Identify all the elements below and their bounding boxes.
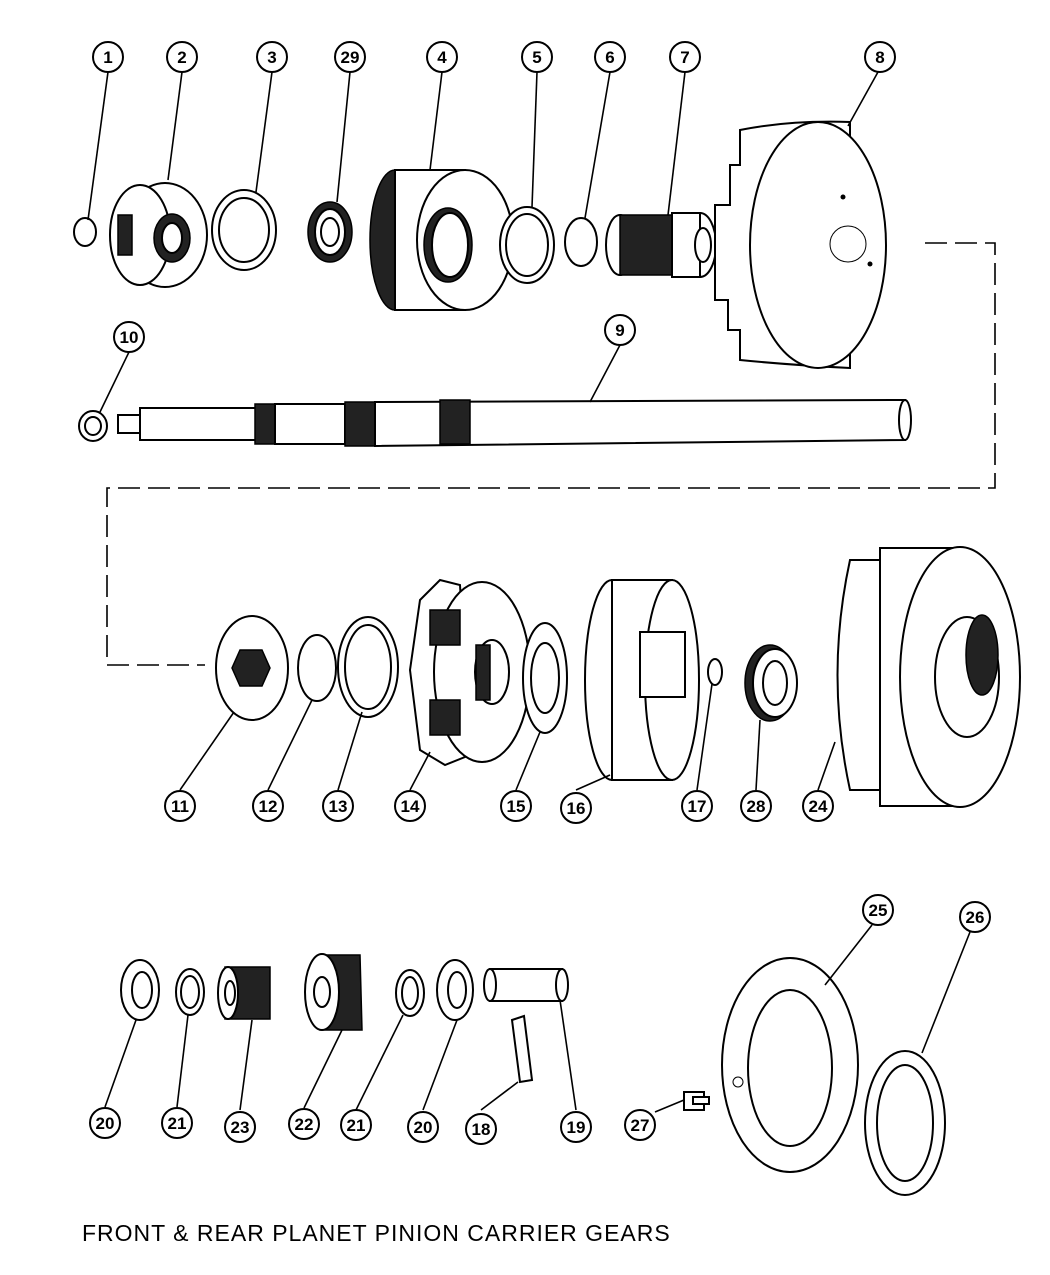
thrust-plate-part (215, 615, 289, 721)
svg-text:12: 12 (259, 797, 278, 816)
svg-text:10: 10 (120, 328, 139, 347)
callout-4: 4 (426, 41, 458, 73)
svg-text:23: 23 (231, 1118, 250, 1137)
callout-20: 20 (89, 1107, 121, 1139)
svg-text:18: 18 (472, 1120, 491, 1139)
callout-8: 8 (864, 41, 896, 73)
callout-25: 25 (862, 894, 894, 926)
driving-shell-part (714, 120, 887, 370)
roll-pin-part (510, 1014, 534, 1084)
bearing-part (109, 182, 208, 288)
sun-gear-part (605, 212, 717, 278)
svg-text:22: 22 (295, 1115, 314, 1134)
callout-19: 19 (560, 1111, 592, 1143)
bolt-part (683, 1091, 710, 1111)
assembly-path-line (106, 242, 996, 666)
svg-text:4: 4 (437, 48, 447, 67)
svg-text:26: 26 (966, 908, 985, 927)
bushing-part (744, 644, 798, 722)
svg-text:20: 20 (414, 1118, 433, 1137)
svg-text:27: 27 (631, 1116, 650, 1135)
annulus-gear-part (369, 169, 514, 311)
svg-text:16: 16 (567, 799, 586, 818)
snap-ring-part (73, 217, 97, 247)
svg-text:14: 14 (401, 797, 420, 816)
svg-text:3: 3 (267, 48, 276, 67)
svg-text:25: 25 (869, 901, 888, 920)
svg-text:1: 1 (103, 48, 112, 67)
svg-text:17: 17 (688, 797, 707, 816)
callout-28: 28 (740, 790, 772, 822)
pinion-shaft-part (483, 968, 569, 1002)
callout-10: 10 (113, 321, 145, 353)
callout-15: 15 (500, 790, 532, 822)
callout-16: 16 (560, 792, 592, 824)
callout-2: 2 (166, 41, 198, 73)
callout-7: 7 (669, 41, 701, 73)
thrust-washer-part (211, 189, 277, 271)
overrunning-clutch-cam-part (721, 957, 859, 1173)
callout-5: 5 (521, 41, 553, 73)
bushing-part (307, 201, 353, 263)
planet-carrier-part (408, 578, 531, 767)
o-ring-part (564, 217, 598, 267)
rear-annulus-part (836, 546, 1021, 808)
sun-gear-drum-part (584, 579, 700, 781)
snap-ring-part (78, 410, 108, 442)
washer-part (395, 969, 425, 1017)
thrust-washer-part (522, 622, 568, 734)
svg-text:11: 11 (171, 797, 189, 816)
svg-text:29: 29 (341, 48, 360, 67)
callout-14: 14 (394, 790, 426, 822)
callout-21: 21 (161, 1107, 193, 1139)
overrunning-clutch-part (864, 1050, 946, 1196)
callout-17: 17 (681, 790, 713, 822)
svg-text:24: 24 (809, 797, 828, 816)
washer-part (297, 634, 337, 702)
svg-text:28: 28 (747, 797, 766, 816)
callout-27: 27 (624, 1109, 656, 1141)
snap-ring-part (337, 616, 399, 718)
output-shaft-part (117, 398, 912, 448)
callout-22: 22 (288, 1108, 320, 1140)
callout-24: 24 (802, 790, 834, 822)
snap-ring-part (499, 206, 555, 284)
svg-text:21: 21 (347, 1116, 366, 1135)
svg-text:21: 21 (168, 1114, 187, 1133)
retaining-ring-part (707, 658, 723, 686)
thrust-washer-part (120, 959, 160, 1021)
callout-12: 12 (252, 790, 284, 822)
callout-6: 6 (594, 41, 626, 73)
svg-text:20: 20 (96, 1114, 115, 1133)
thrust-washer-part (436, 959, 474, 1021)
callout-3: 3 (256, 41, 288, 73)
svg-text:15: 15 (507, 797, 526, 816)
callout-29: 29 (334, 41, 366, 73)
diagram-caption: FRONT & REAR PLANET PINION CARRIER GEARS (82, 1220, 671, 1246)
callout-11: 11 (164, 790, 196, 822)
svg-text:13: 13 (329, 797, 348, 816)
callout-23: 23 (224, 1111, 256, 1143)
svg-text:7: 7 (680, 48, 689, 67)
callout-26: 26 (959, 901, 991, 933)
pinion-gear-part (217, 966, 271, 1020)
leader-lines (87, 71, 971, 1113)
callout-1: 1 (92, 41, 124, 73)
callout-21b: 21 (340, 1109, 372, 1141)
pinion-gear-part (304, 953, 363, 1031)
svg-text:6: 6 (605, 48, 614, 67)
svg-text:19: 19 (567, 1118, 586, 1137)
callout-9: 9 (604, 314, 636, 346)
svg-text:9: 9 (615, 321, 624, 340)
svg-text:8: 8 (875, 48, 884, 67)
callout-18: 18 (465, 1113, 497, 1145)
callout-20b: 20 (407, 1111, 439, 1143)
svg-text:5: 5 (532, 48, 541, 67)
callout-13: 13 (322, 790, 354, 822)
svg-text:2: 2 (177, 48, 186, 67)
washer-part (175, 968, 205, 1016)
